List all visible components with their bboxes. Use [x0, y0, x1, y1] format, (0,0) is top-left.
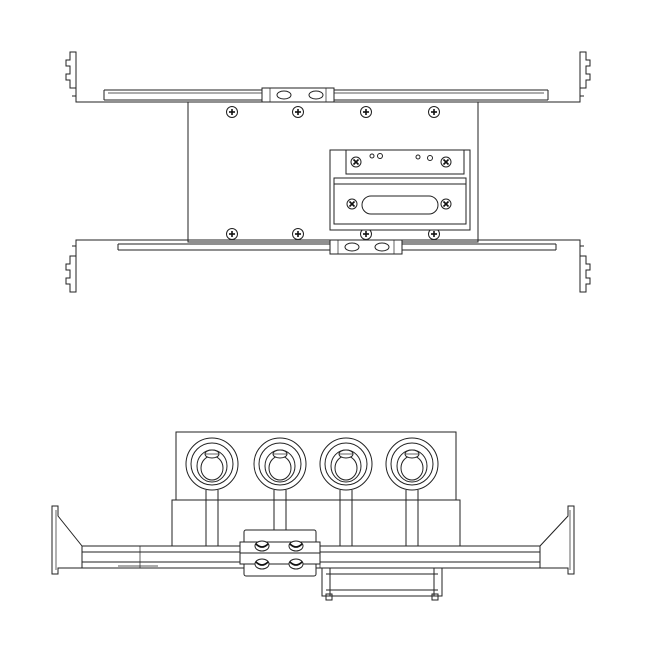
indicator-dot-icon [369, 153, 375, 159]
screw-icon [428, 106, 440, 118]
plate-screws [226, 106, 440, 240]
knockout-fitting [319, 437, 373, 546]
screw-icon [292, 106, 304, 118]
screw-icon [440, 198, 452, 210]
top-view [65, 51, 591, 293]
clamp-screws [254, 540, 304, 570]
junction-module [329, 149, 471, 231]
screw-icon [360, 228, 372, 240]
front-view [51, 431, 575, 601]
screw-icon [440, 156, 452, 168]
upper-bar-clip [261, 87, 335, 103]
clamp-bolt-icon [254, 540, 270, 552]
screw-icon [350, 156, 362, 168]
screw-icon [360, 106, 372, 118]
indicator-dots [369, 153, 433, 161]
lower-bar-clip [329, 239, 403, 255]
clamp-bolt-icon [288, 558, 304, 570]
clamp-bolt-icon [288, 540, 304, 552]
knockouts [185, 437, 439, 546]
rail-clamp [239, 529, 321, 577]
clamp-bolt-icon [254, 558, 270, 570]
screw-icon [346, 198, 358, 210]
lower-hanger-bar [65, 239, 591, 293]
screw-icon [226, 106, 238, 118]
screw-icon [292, 228, 304, 240]
knockout-fitting [253, 437, 307, 546]
indicator-dot-icon [427, 155, 433, 161]
screw-icon [226, 228, 238, 240]
bottom-mount-bracket [321, 567, 443, 601]
knockout-fitting [385, 437, 439, 546]
module-screws [346, 156, 452, 210]
knockout-fitting [185, 437, 239, 546]
knockout-slot [361, 195, 439, 215]
indicator-dot-icon [377, 153, 383, 159]
indicator-dot-icon [415, 154, 421, 160]
